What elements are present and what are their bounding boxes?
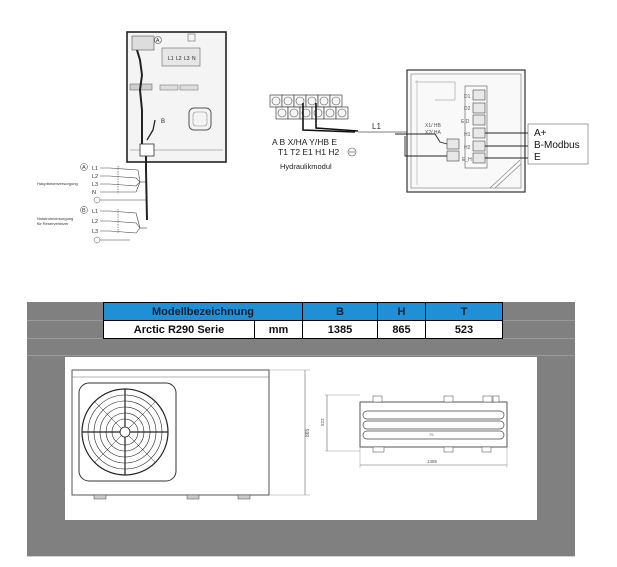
header-depth-t: T	[425, 302, 503, 321]
terminal-ed: E D	[461, 119, 470, 125]
cell-height-h: 865	[377, 320, 426, 339]
header-width-b: B	[302, 302, 378, 321]
callout-a: A	[156, 38, 160, 44]
modbus-b-label: B-Modbus	[534, 140, 580, 151]
terminal-d2: D2	[464, 106, 471, 112]
cell-width-b: 1385	[302, 320, 378, 339]
top-depth-dimension: 523	[320, 418, 325, 426]
terminal-eh: E_H	[462, 157, 472, 163]
callout-b: B	[161, 119, 165, 125]
top-view-drawing: 523 75 1385	[320, 394, 508, 468]
inner-terminal-l1: L1	[168, 56, 174, 62]
cable-l1-label: L1	[372, 122, 381, 131]
modbus-e-label: E	[534, 152, 541, 163]
dimensions-spec-table: Modellbezeichnung B H T Arctic R290 Seri…	[103, 302, 503, 339]
inner-terminal-l3: L3	[184, 56, 190, 62]
hydraulic-module-terminal-diagram: L1 A B X/HA Y/HB E T1 T2 E1 H1 H2 Hydrau…	[269, 94, 410, 171]
cell-depth-t: 523	[425, 320, 503, 339]
header-model: Modellbezeichnung	[103, 302, 303, 321]
cell-unit: mm	[254, 320, 303, 339]
supply-a-n: N	[92, 190, 96, 196]
spec-table-header-row: Modellbezeichnung B H T	[103, 302, 503, 321]
controller-modbus-diagram: D1 D2 E D H1 H2 E_H X1/ HB X2/ HA A+ B-M…	[395, 69, 589, 193]
terminal-labels-bottom: T1 T2 E1 H1 H2	[278, 147, 340, 157]
terminal-x2-ha: X2/ HA	[425, 130, 442, 136]
top-center-mark: 75	[429, 432, 434, 437]
terminal-h1: H1	[464, 132, 471, 138]
spec-table-data-row: Arctic R290 Serie mm 1385 865 523	[103, 320, 503, 339]
backup-supply-label-2: für Reserveheizer	[37, 221, 69, 226]
header-height-h: H	[377, 302, 426, 321]
terminal-h2: H2	[464, 145, 471, 151]
supply-b-l2: L2	[92, 219, 98, 225]
inner-terminal-l2: L2	[176, 56, 182, 62]
top-width-dimension: 1385	[427, 459, 438, 464]
front-height-dimension: 865	[305, 428, 311, 437]
supply-a-l3: L3	[92, 182, 98, 188]
hydraulic-module-title: Hydraulikmodul	[280, 162, 332, 171]
inner-terminal-n: N	[192, 56, 196, 62]
fan-grille-icon	[81, 388, 169, 476]
front-view-drawing: 865	[71, 369, 311, 500]
cell-model: Arctic R290 Serie	[103, 320, 255, 339]
supply-a-l1: L1	[92, 166, 98, 172]
supply-a-l2: L2	[92, 174, 98, 180]
terminal-labels-top: A B X/HA Y/HB E	[272, 137, 337, 147]
supply-b-l1: L1	[92, 209, 98, 215]
terminal-x1-hb: X1/ HB	[425, 123, 442, 129]
terminal-d1: D1	[464, 94, 471, 100]
electrical-wiring-diagram: L1 L2 L3 N A B A L1 L2 L3 N Hauptstromve…	[37, 31, 227, 244]
main-supply-label: Hauptstromversorgung	[37, 181, 78, 186]
backup-supply-label-1: Notstromversorgung	[37, 216, 73, 221]
supply-b-marker: B	[82, 208, 86, 214]
modbus-a-plus: A+	[534, 128, 547, 139]
supply-a-marker: A	[82, 165, 86, 171]
supply-b-l3: L3	[92, 229, 98, 235]
